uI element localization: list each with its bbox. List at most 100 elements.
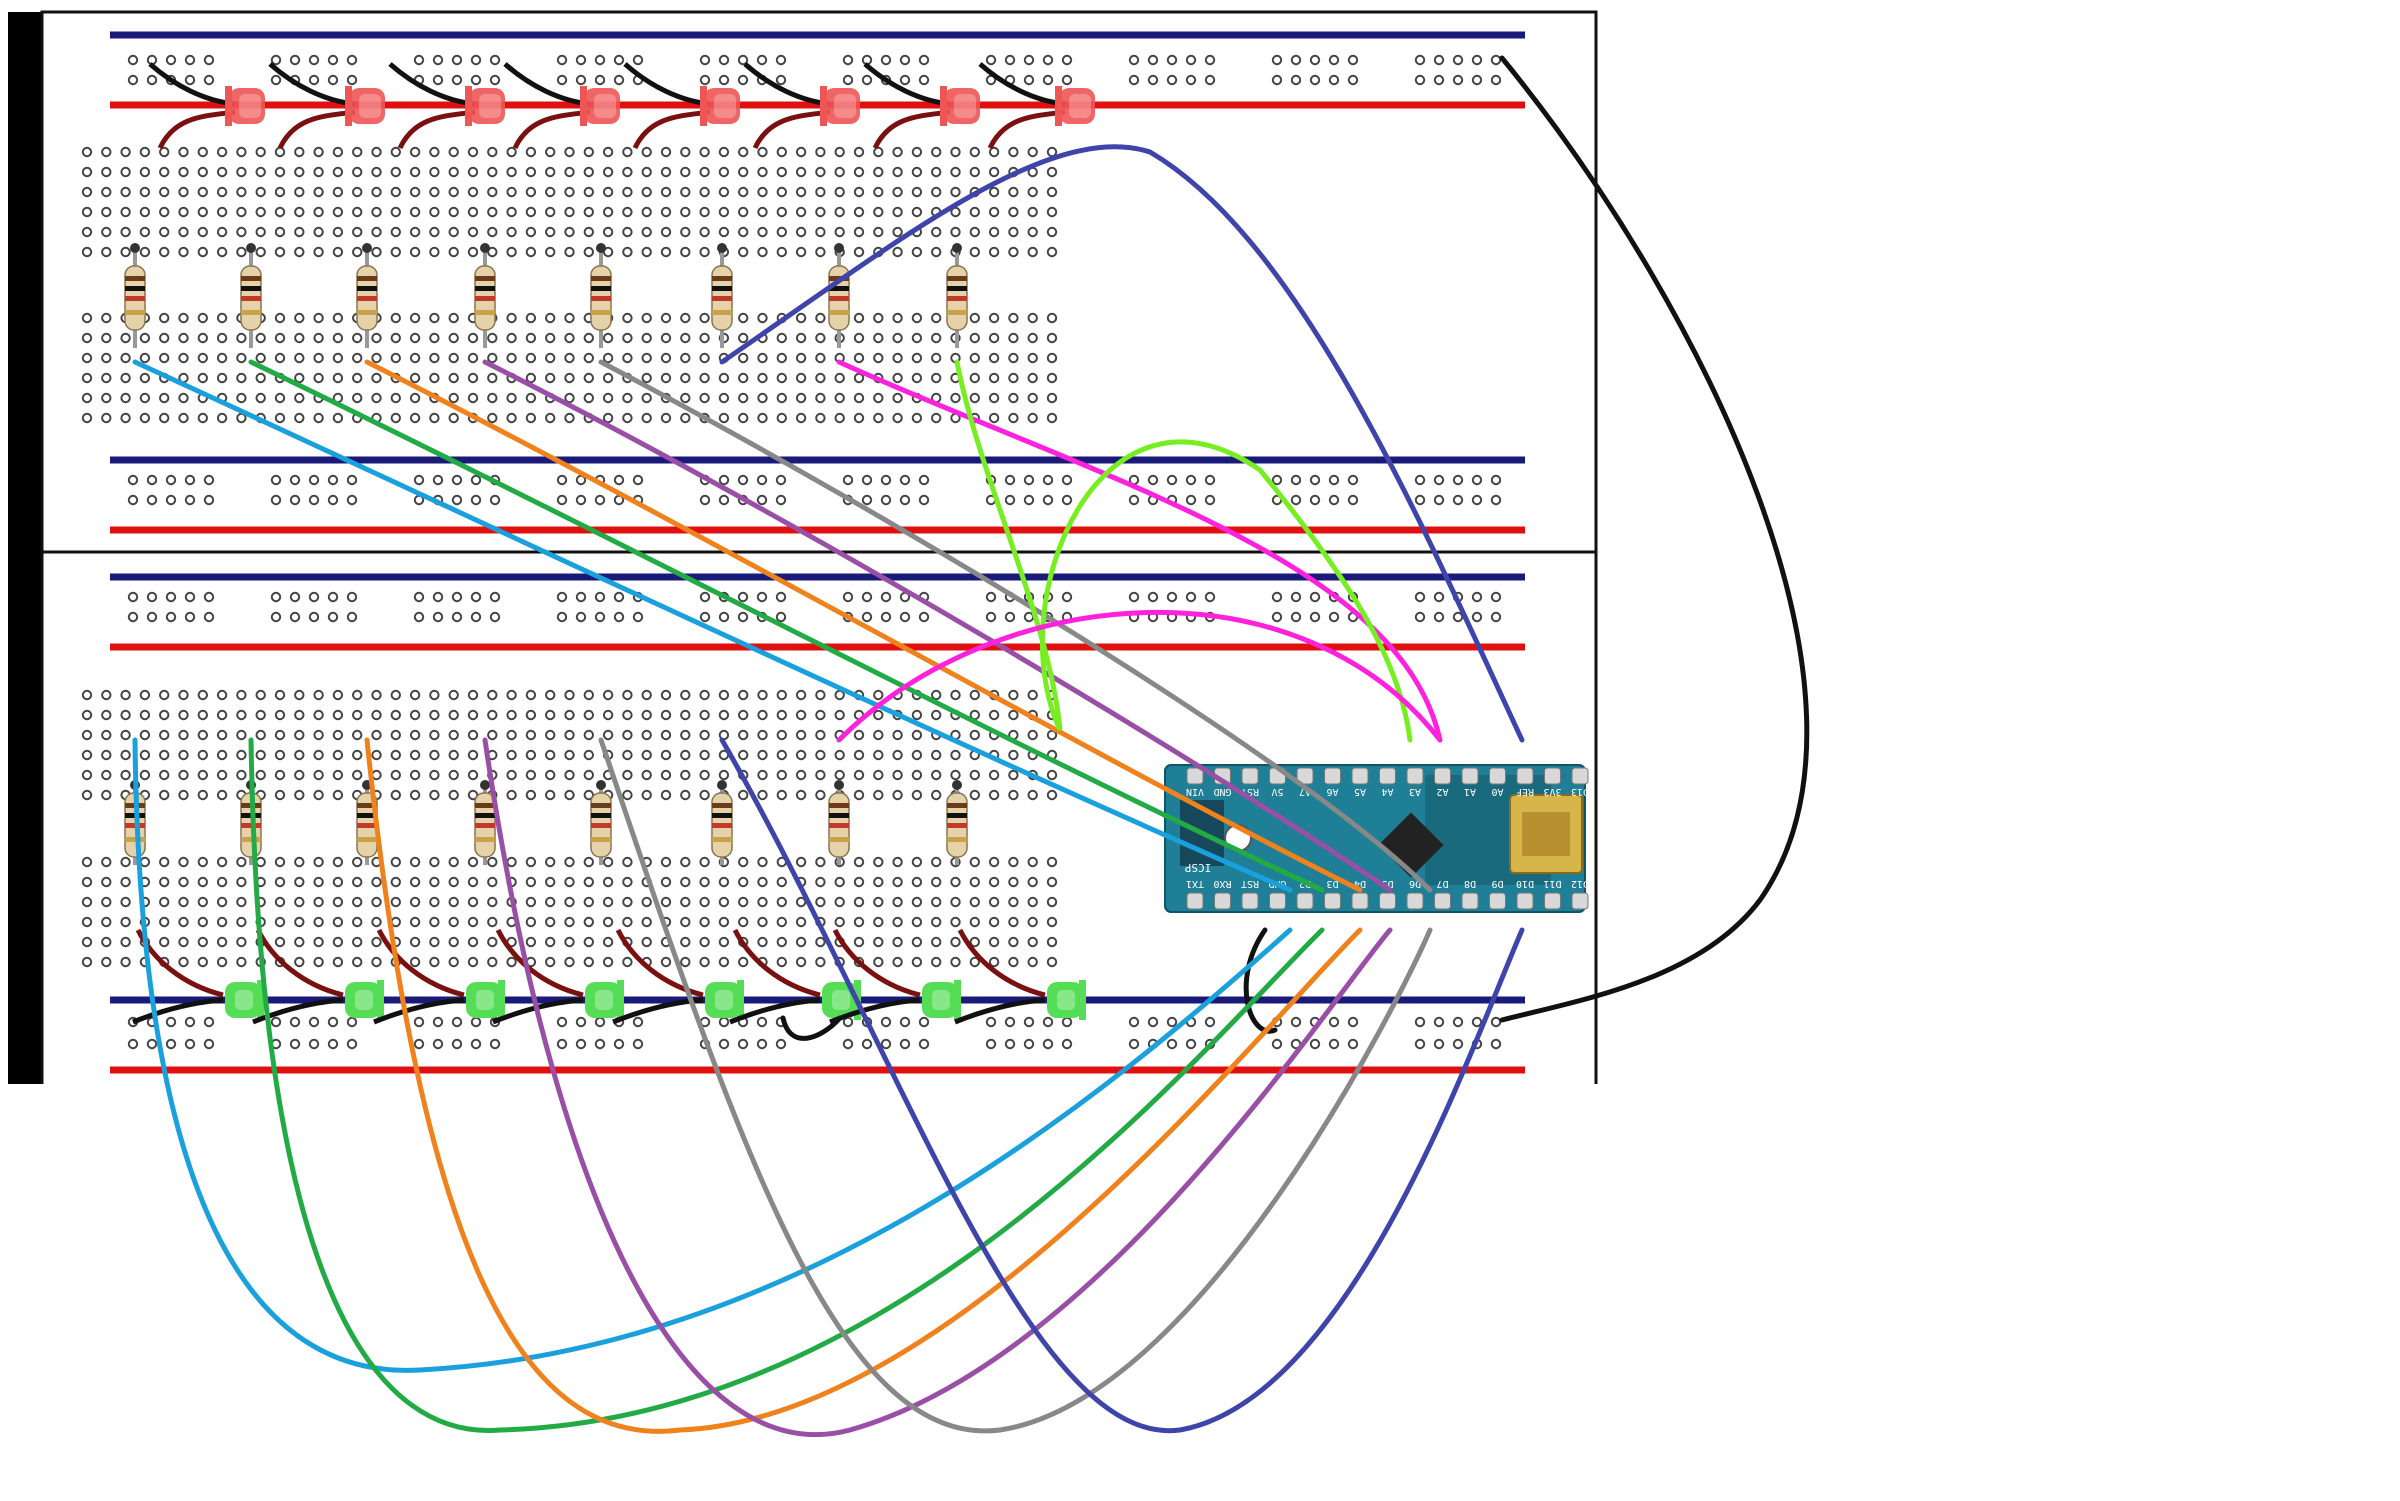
breadboard-hole bbox=[487, 332, 498, 344]
breadboard-hole bbox=[274, 729, 286, 741]
breadboard-hole bbox=[918, 1016, 930, 1028]
header-pin bbox=[1461, 892, 1479, 910]
breadboard-hole bbox=[602, 352, 614, 364]
breadboard-hole bbox=[950, 689, 961, 701]
breadboard-hole bbox=[390, 206, 401, 218]
breadboard-hole bbox=[988, 789, 1000, 801]
breadboard-hole bbox=[641, 332, 652, 344]
breadboard-hole bbox=[352, 876, 363, 888]
breadboard-hole bbox=[409, 312, 421, 324]
breadboard-hole bbox=[371, 876, 382, 888]
breadboard-hole bbox=[487, 146, 498, 158]
breadboard-hole bbox=[969, 769, 980, 781]
breadboard-hole bbox=[1046, 769, 1058, 781]
breadboard-hole bbox=[660, 789, 672, 801]
breadboard-hole bbox=[1027, 312, 1038, 324]
breadboard-hole bbox=[352, 146, 363, 158]
breadboard-hole bbox=[918, 74, 930, 86]
breadboard-hole bbox=[853, 956, 865, 968]
breadboard-hole bbox=[545, 312, 556, 324]
breadboard-hole bbox=[853, 206, 865, 218]
breadboard-hole bbox=[197, 146, 209, 158]
breadboard-hole bbox=[738, 916, 749, 928]
breadboard-hole bbox=[1471, 474, 1483, 486]
breadboard-hole bbox=[525, 769, 537, 781]
breadboard-hole bbox=[853, 729, 865, 741]
breadboard-hole bbox=[613, 1038, 625, 1050]
breadboard-hole bbox=[911, 332, 923, 344]
breadboard-hole bbox=[1027, 936, 1038, 948]
breadboard-hole bbox=[622, 689, 633, 701]
breadboard-hole bbox=[159, 876, 170, 888]
breadboard-hole bbox=[776, 689, 787, 701]
breadboard-hole bbox=[873, 352, 884, 364]
breadboard-hole bbox=[236, 246, 247, 258]
breadboard-hole bbox=[950, 166, 961, 178]
breadboard-hole bbox=[332, 206, 344, 218]
breadboard-hole bbox=[1008, 186, 1019, 198]
breadboard-hole bbox=[660, 146, 672, 158]
breadboard-hole bbox=[834, 392, 845, 404]
breadboard-hole bbox=[236, 729, 247, 741]
breadboard-hole bbox=[448, 166, 459, 178]
breadboard-hole bbox=[738, 312, 749, 324]
breadboard-hole bbox=[738, 689, 749, 701]
breadboard-hole bbox=[969, 856, 980, 868]
breadboard-hole bbox=[583, 372, 594, 384]
breadboard-hole bbox=[985, 1038, 997, 1050]
breadboard-hole bbox=[775, 591, 787, 603]
breadboard-hole bbox=[1008, 689, 1019, 701]
breadboard-hole bbox=[409, 372, 421, 384]
breadboard-hole bbox=[757, 412, 768, 424]
breadboard-hole bbox=[931, 936, 942, 948]
breadboard-hole bbox=[159, 856, 170, 868]
breadboard-hole bbox=[120, 226, 131, 238]
breadboard-hole bbox=[274, 769, 286, 781]
breadboard-hole bbox=[216, 789, 228, 801]
breadboard-hole bbox=[120, 729, 131, 741]
breadboard-hole bbox=[842, 1016, 854, 1028]
breadboard-hole bbox=[346, 474, 358, 486]
pin-label-top: 5V bbox=[1271, 786, 1283, 797]
breadboard-hole bbox=[203, 74, 215, 86]
breadboard-hole bbox=[178, 246, 189, 258]
breadboard-hole bbox=[873, 412, 884, 424]
breadboard-hole bbox=[873, 769, 884, 781]
breadboard-hole bbox=[931, 789, 942, 801]
breadboard-hole bbox=[274, 246, 286, 258]
breadboard-hole bbox=[294, 876, 305, 888]
breadboard-hole bbox=[931, 332, 942, 344]
breadboard-hole bbox=[1027, 689, 1038, 701]
breadboard-hole bbox=[861, 591, 873, 603]
breadboard-hole bbox=[880, 611, 892, 623]
breadboard-hole bbox=[308, 474, 320, 486]
top-breadboard-outline bbox=[40, 10, 1598, 554]
breadboard-hole bbox=[842, 54, 854, 66]
breadboard-hole bbox=[139, 332, 151, 344]
breadboard-hole bbox=[899, 494, 911, 506]
breadboard-hole bbox=[120, 769, 131, 781]
breadboard-hole bbox=[545, 856, 556, 868]
breadboard-hole bbox=[738, 709, 749, 721]
breadboard-hole bbox=[583, 246, 594, 258]
breadboard-hole bbox=[988, 166, 1000, 178]
breadboard-hole bbox=[718, 392, 730, 404]
breadboard-hole bbox=[448, 876, 459, 888]
breadboard-hole bbox=[255, 352, 266, 364]
header-pin bbox=[1351, 892, 1369, 910]
breadboard-hole bbox=[101, 206, 112, 218]
breadboard-hole bbox=[1128, 1016, 1140, 1028]
breadboard-hole bbox=[294, 372, 305, 384]
breadboard-hole bbox=[738, 186, 749, 198]
breadboard-hole bbox=[409, 856, 421, 868]
breadboard-hole bbox=[622, 186, 633, 198]
breadboard-hole bbox=[795, 856, 807, 868]
breadboard-hole bbox=[1004, 1016, 1016, 1028]
breadboard-hole bbox=[931, 916, 942, 928]
breadboard-hole bbox=[545, 146, 556, 158]
breadboard-hole bbox=[602, 392, 614, 404]
breadboard-hole bbox=[564, 146, 575, 158]
breadboard-hole bbox=[1204, 474, 1216, 486]
breadboard-hole bbox=[853, 876, 865, 888]
breadboard-hole bbox=[880, 1016, 892, 1028]
